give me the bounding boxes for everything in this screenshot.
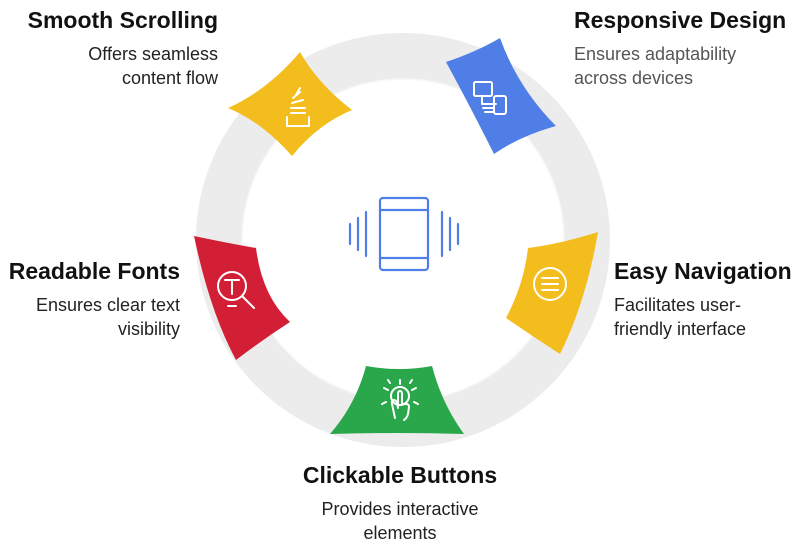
desc-easy-navigation: Facilitates user-friendly interface xyxy=(614,295,747,339)
desc-responsive-design: Ensures adaptability across devices xyxy=(574,44,737,88)
title-smooth-scrolling: Smooth Scrolling xyxy=(27,7,218,33)
segment-shape-smooth-scrolling xyxy=(228,52,352,156)
label-responsive-design: Responsive Design Ensures adaptability a… xyxy=(574,6,794,90)
vibrating-phone-icon xyxy=(348,196,460,272)
title-responsive-design: Responsive Design xyxy=(574,7,787,33)
segment-responsive-design xyxy=(446,38,556,154)
label-readable-fonts: Readable Fonts Ensures clear text visibi… xyxy=(2,257,180,341)
devices-icon xyxy=(473,81,507,115)
desc-smooth-scrolling: Offers seamless content flow xyxy=(88,44,218,88)
desc-clickable-buttons: Provides interactive elements xyxy=(321,499,479,543)
segment-easy-navigation xyxy=(506,232,598,354)
title-clickable-buttons: Clickable Buttons xyxy=(302,462,498,488)
scroll-lines-icon xyxy=(286,87,310,127)
segment-smooth-scrolling xyxy=(228,52,352,156)
segment-clickable-buttons xyxy=(330,366,464,434)
label-smooth-scrolling: Smooth Scrolling Offers seamless content… xyxy=(8,6,218,90)
segment-readable-fonts xyxy=(194,236,290,360)
segment-shape-easy-navigation xyxy=(506,232,598,354)
text-magnifier-icon xyxy=(217,271,255,309)
title-readable-fonts: Readable Fonts xyxy=(8,258,180,284)
segment-shape-readable-fonts xyxy=(194,236,290,360)
menu-circle-icon xyxy=(533,267,567,301)
label-easy-navigation: Easy Navigation Facilitates user-friendl… xyxy=(614,257,798,341)
tap-hand-icon xyxy=(381,379,419,421)
desc-readable-fonts: Ensures clear text visibility xyxy=(35,295,180,339)
title-easy-navigation: Easy Navigation xyxy=(614,258,792,284)
label-clickable-buttons: Clickable Buttons Provides interactive e… xyxy=(270,461,530,545)
